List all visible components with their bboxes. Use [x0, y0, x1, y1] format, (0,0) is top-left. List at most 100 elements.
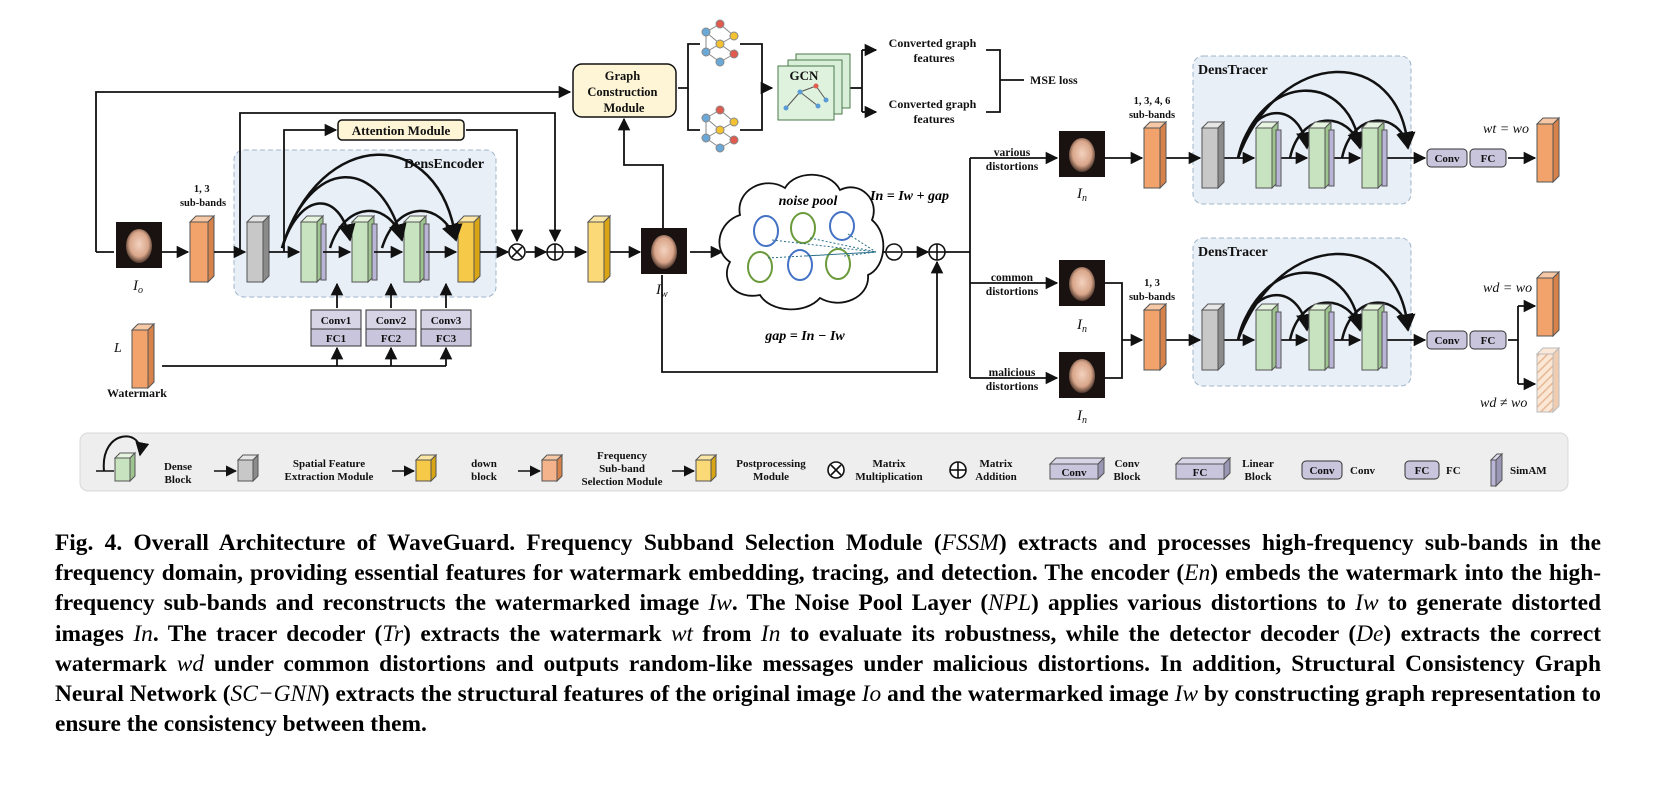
- dens-encoder-label: DensEncoder: [404, 157, 484, 172]
- conv-fc-block-2: [365, 309, 417, 347]
- dense-block-tracer-bottom-1: [1254, 302, 1282, 372]
- encoder-skip-arcs: [280, 153, 463, 249]
- dense-block-tracer-top-3: [1360, 120, 1388, 190]
- svg-text:FC2: FC2: [381, 333, 402, 345]
- tracer-bottom-head: [1426, 330, 1507, 350]
- conv-fc-block-3: [420, 309, 472, 347]
- mse-loss-label: MSE loss: [1030, 73, 1078, 87]
- svg-text:Conv3: Conv3: [431, 315, 462, 327]
- conv-fc-block-1: [310, 309, 362, 347]
- legend-fc-label: FC: [1446, 465, 1461, 477]
- legend-linear-block-icon: [1174, 456, 1232, 481]
- image-in-malicious: [1059, 352, 1105, 398]
- legend-down-icon: [392, 453, 438, 483]
- svg-text:FC: FC: [1481, 153, 1496, 165]
- graph-icon-top: [701, 19, 739, 67]
- gcn-label: GCN: [790, 68, 820, 83]
- legend-fssm-icon: [518, 453, 564, 483]
- output-wt-block: [1535, 116, 1561, 184]
- legend-conv-block-text: Conv: [1061, 467, 1087, 479]
- dense-block-tracer-top-2: [1307, 120, 1335, 190]
- legend-postprocessing-icon: [672, 453, 718, 483]
- fssm-block-tracer-bottom: [1142, 302, 1168, 372]
- watermark-block: [130, 322, 156, 390]
- matrix-addition-node: [546, 243, 564, 261]
- tracer-bottom-arcs: [1236, 252, 1416, 341]
- legend-fc-pill: [1404, 460, 1440, 480]
- postprocessing-block: [586, 214, 612, 284]
- legend-dense-icon: [96, 435, 150, 483]
- attention-module-label: Attention Module: [352, 123, 451, 138]
- in-label-3: In: [1076, 408, 1087, 426]
- converted-graph-2: Converted graph features: [889, 97, 980, 126]
- in-label-2: In: [1076, 317, 1087, 335]
- svg-text:Conv: Conv: [1434, 153, 1460, 165]
- output-wd-block: [1535, 270, 1561, 338]
- wd-neq-equation: wd ≠ wo: [1480, 396, 1527, 411]
- legend-simam-icon: [1489, 452, 1504, 488]
- noise-pool-label: noise pool: [779, 194, 838, 209]
- output-wd-random-block: [1535, 346, 1561, 414]
- image-io: [116, 222, 162, 268]
- watermark-l-label: L: [113, 341, 122, 356]
- dens-tracer-top-label: DensTracer: [1198, 63, 1268, 78]
- legend-conv-pill-text: Conv: [1309, 465, 1335, 477]
- converted-graph-1: Converted graph features: [889, 36, 980, 65]
- wd-equation: wd = wo: [1483, 281, 1532, 296]
- image-in-various: [1059, 131, 1105, 177]
- dense-block-enc-1: [299, 214, 327, 284]
- svg-text:FC1: FC1: [326, 333, 346, 345]
- dens-tracer-bottom-label: DensTracer: [1198, 245, 1268, 260]
- image-iw: [641, 228, 687, 274]
- legend-fc-pill-text: FC: [1415, 465, 1430, 477]
- legend-linear-block-text: FC: [1193, 467, 1208, 479]
- add-node-noise: [928, 243, 946, 261]
- architecture-figure: DensEncoder DensTracer DensTracer Io 1, …: [79, 19, 1569, 492]
- spatial-block-enc: [245, 214, 271, 284]
- io-label: Io: [132, 278, 143, 296]
- svg-text:Conv2: Conv2: [376, 315, 407, 327]
- subtract-node: [885, 243, 903, 261]
- fssm-block-tracer-top: [1142, 120, 1168, 190]
- flow-arrows: [95, 43, 1537, 391]
- gcn-stack: [777, 53, 851, 121]
- iw-label: Iw: [655, 282, 668, 300]
- noise-pool-dots: [767, 233, 877, 259]
- in-equation: In = Iw + gap: [869, 189, 949, 204]
- dense-block-enc-3: [402, 214, 430, 284]
- svg-text:FC3: FC3: [436, 333, 457, 345]
- figure-caption: Fig. 4. Overall Architecture of WaveGuar…: [55, 530, 1602, 738]
- graph-icon-bottom: [701, 105, 739, 153]
- svg-text:Conv: Conv: [1434, 335, 1460, 347]
- gap-equation: gap = In − Iw: [764, 329, 845, 344]
- spatial-block-tracer-bottom: [1200, 302, 1226, 372]
- matrix-multiplication-node: [508, 243, 526, 261]
- in-label-1: In: [1076, 186, 1087, 204]
- svg-text:Conv1: Conv1: [321, 315, 352, 327]
- tracer-top-head: [1426, 148, 1507, 168]
- wt-equation: wt = wo: [1483, 122, 1529, 137]
- watermark-label: Watermark: [107, 386, 167, 400]
- dense-block-tracer-bottom-3: [1360, 302, 1388, 372]
- dense-block-tracer-top-1: [1254, 120, 1282, 190]
- graph-construction-label: Graph Construction Module: [587, 69, 660, 115]
- legend-conv-pill: [1301, 460, 1343, 480]
- spatial-block-tracer-top: [1200, 120, 1226, 190]
- graph-construction-module: [572, 63, 677, 118]
- legend-addition-icon: [949, 461, 967, 479]
